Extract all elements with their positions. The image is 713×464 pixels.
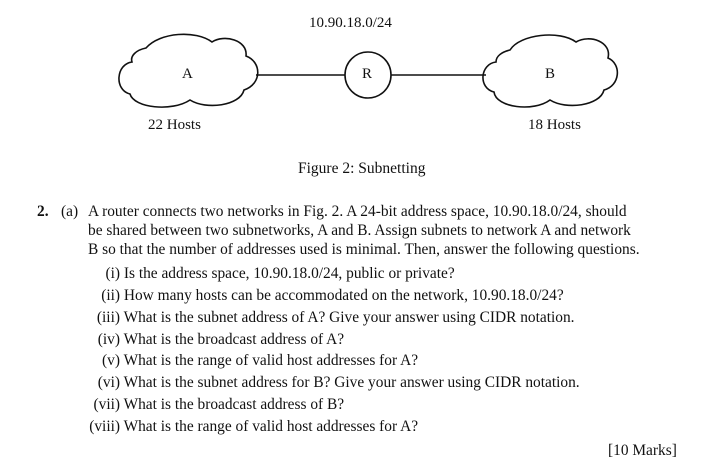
item-num: (iv) bbox=[97, 331, 120, 348]
marks-label: [10 Marks] bbox=[608, 442, 677, 459]
item-num: (v) bbox=[102, 352, 120, 369]
network-b-hosts: 18 Hosts bbox=[528, 117, 581, 133]
item-text: What is the range of valid host addresse… bbox=[123, 352, 419, 369]
cloud-b-icon bbox=[482, 34, 619, 108]
item-text: What is the broadcast address of A? bbox=[123, 331, 345, 348]
network-a-hosts: 22 Hosts bbox=[148, 117, 201, 133]
item-text: What is the subnet address for B? Give y… bbox=[123, 374, 580, 391]
item-vi: (vi) What is the subnet address for B? G… bbox=[76, 374, 580, 392]
item-v: (v) What is the range of valid host addr… bbox=[76, 352, 418, 370]
item-ii: (ii) How many hosts can be accommodated … bbox=[76, 287, 564, 305]
network-a-label: A bbox=[182, 66, 193, 82]
item-iii: (iii) What is the subnet address of A? G… bbox=[76, 309, 575, 327]
network-b-label: B bbox=[545, 66, 556, 82]
intro-line-3: B so that the number of addresses used i… bbox=[88, 241, 640, 258]
network-diagram bbox=[118, 33, 619, 108]
question-number: 2. bbox=[37, 203, 49, 220]
router-label: R bbox=[362, 66, 373, 82]
item-text: What is the subnet address of A? Give yo… bbox=[123, 309, 575, 326]
item-text: How many hosts can be accommodated on th… bbox=[123, 287, 564, 304]
intro-line-2: be shared between two subnetworks, A and… bbox=[88, 222, 631, 239]
address-space-label: 10.90.18.0/24 bbox=[309, 15, 392, 31]
item-text: What is the broadcast address of B? bbox=[123, 396, 345, 413]
item-i: (i) Is the address space, 10.90.18.0/24,… bbox=[76, 265, 455, 283]
item-vii: (vii) What is the broadcast address of B… bbox=[76, 396, 345, 414]
item-num: (i) bbox=[105, 265, 120, 282]
item-num: (vii) bbox=[93, 396, 121, 413]
item-text: What is the range of valid host addresse… bbox=[123, 418, 419, 435]
question-part: (a) bbox=[61, 203, 79, 220]
item-iv: (iv) What is the broadcast address of A? bbox=[76, 331, 344, 349]
item-num: (iii) bbox=[96, 309, 120, 326]
cloud-a-icon bbox=[118, 33, 259, 108]
item-viii: (viii) What is the range of valid host a… bbox=[76, 418, 418, 436]
item-num: (vi) bbox=[97, 374, 120, 391]
item-num: (viii) bbox=[89, 418, 120, 435]
figure-caption: Figure 2: Subnetting bbox=[298, 160, 426, 177]
item-num: (ii) bbox=[101, 287, 120, 304]
item-text: Is the address space, 10.90.18.0/24, pub… bbox=[123, 265, 455, 282]
intro-line-1: A router connects two networks in Fig. 2… bbox=[88, 203, 627, 220]
